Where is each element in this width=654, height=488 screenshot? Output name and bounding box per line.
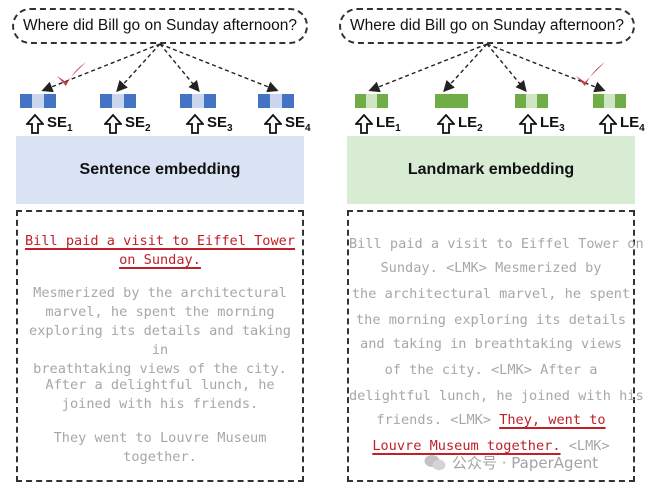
le3-label: LE3 [519,112,565,136]
arrow-to-le1 [368,43,488,93]
lmk-token: <LMK> [445,260,487,276]
paragraph-2: Mesmerized by the architectural marvel, … [29,285,291,377]
le1-vector [355,94,388,108]
se2-label: SE2 [104,112,151,136]
le4-vector [593,94,626,108]
sentence-embedding-box: Sentence embedding [16,136,304,204]
se1-label: SE1 [26,112,73,136]
lmk-token: <LMK> [450,412,491,428]
doc-line: Bill paid a visit to Eiffel Tower on [349,236,644,252]
up-arrow-icon [264,114,282,134]
left-document: Bill paid a visit to Eiffel Tower on Sun… [16,210,304,482]
check-icon [576,62,605,86]
doc-line: Louvre Museum together. <LMK> [372,438,610,454]
up-arrow-icon [519,114,537,134]
wechat-icon [424,454,446,470]
up-arrow-icon [104,114,122,134]
paragraph-1: Bill paid a visit to Eiffel Tower on Sun… [24,233,296,268]
se4-vector [258,94,294,108]
doc-line: of the city. <LMK> After a [384,362,598,378]
right-document: Bill paid a visit to Eiffel Tower on Sun… [347,210,644,482]
up-arrow-icon [26,114,44,134]
le1-label: LE1 [355,112,401,136]
doc-line: the architectural marvel, he spent [351,286,631,302]
up-arrow-icon [437,114,455,134]
up-arrow-icon [599,114,617,134]
paragraph-3: After a delightful lunch, he joined with… [45,377,275,412]
le2-label: LE2 [437,112,483,136]
arrow-to-se4 [159,43,279,93]
arrow-to-se3 [159,43,200,93]
arrow-to-se2 [116,43,161,93]
arrow-to-le2 [443,43,488,93]
se3-vector [180,94,216,108]
se2-vector [100,94,136,108]
sentence-embedding-panel: Where did Bill go on Sunday afternoon? S… [12,8,311,482]
check-icon [57,62,86,86]
se1-vector [20,94,56,108]
arrow-to-le3 [486,43,527,93]
le2-vector [435,94,468,108]
le4-label: LE4 [599,112,645,136]
lmk-token: <LMK> [491,362,532,378]
se3-label: SE3 [186,112,233,136]
lmk-token: <LMK> [568,438,610,454]
up-arrow-icon [355,114,373,134]
query-bubble: Where did Bill go on Sunday afternoon? [339,8,635,44]
query-bubble: Where did Bill go on Sunday afternoon? [12,8,308,44]
doc-line: delightful lunch, he joined with his [349,388,644,404]
landmark-embedding-box: Landmark embedding [347,136,635,204]
doc-line: the morning exploring its details [355,312,627,328]
doc-line: friends. <LMK> They, went to [376,412,606,428]
landmark-embedding-panel: Where did Bill go on Sunday afternoon? L… [327,0,654,488]
up-arrow-icon [186,114,204,134]
le3-vector [515,94,548,108]
paragraph-4: They went to Louvre Museum together. [53,430,267,465]
doc-line: and taking in breathtaking views [360,336,622,352]
watermark: 公众号 · PaperAgent [424,452,598,473]
se4-label: SE4 [264,112,311,136]
doc-line: Sunday. <LMK> Mesmerized by [380,260,602,276]
